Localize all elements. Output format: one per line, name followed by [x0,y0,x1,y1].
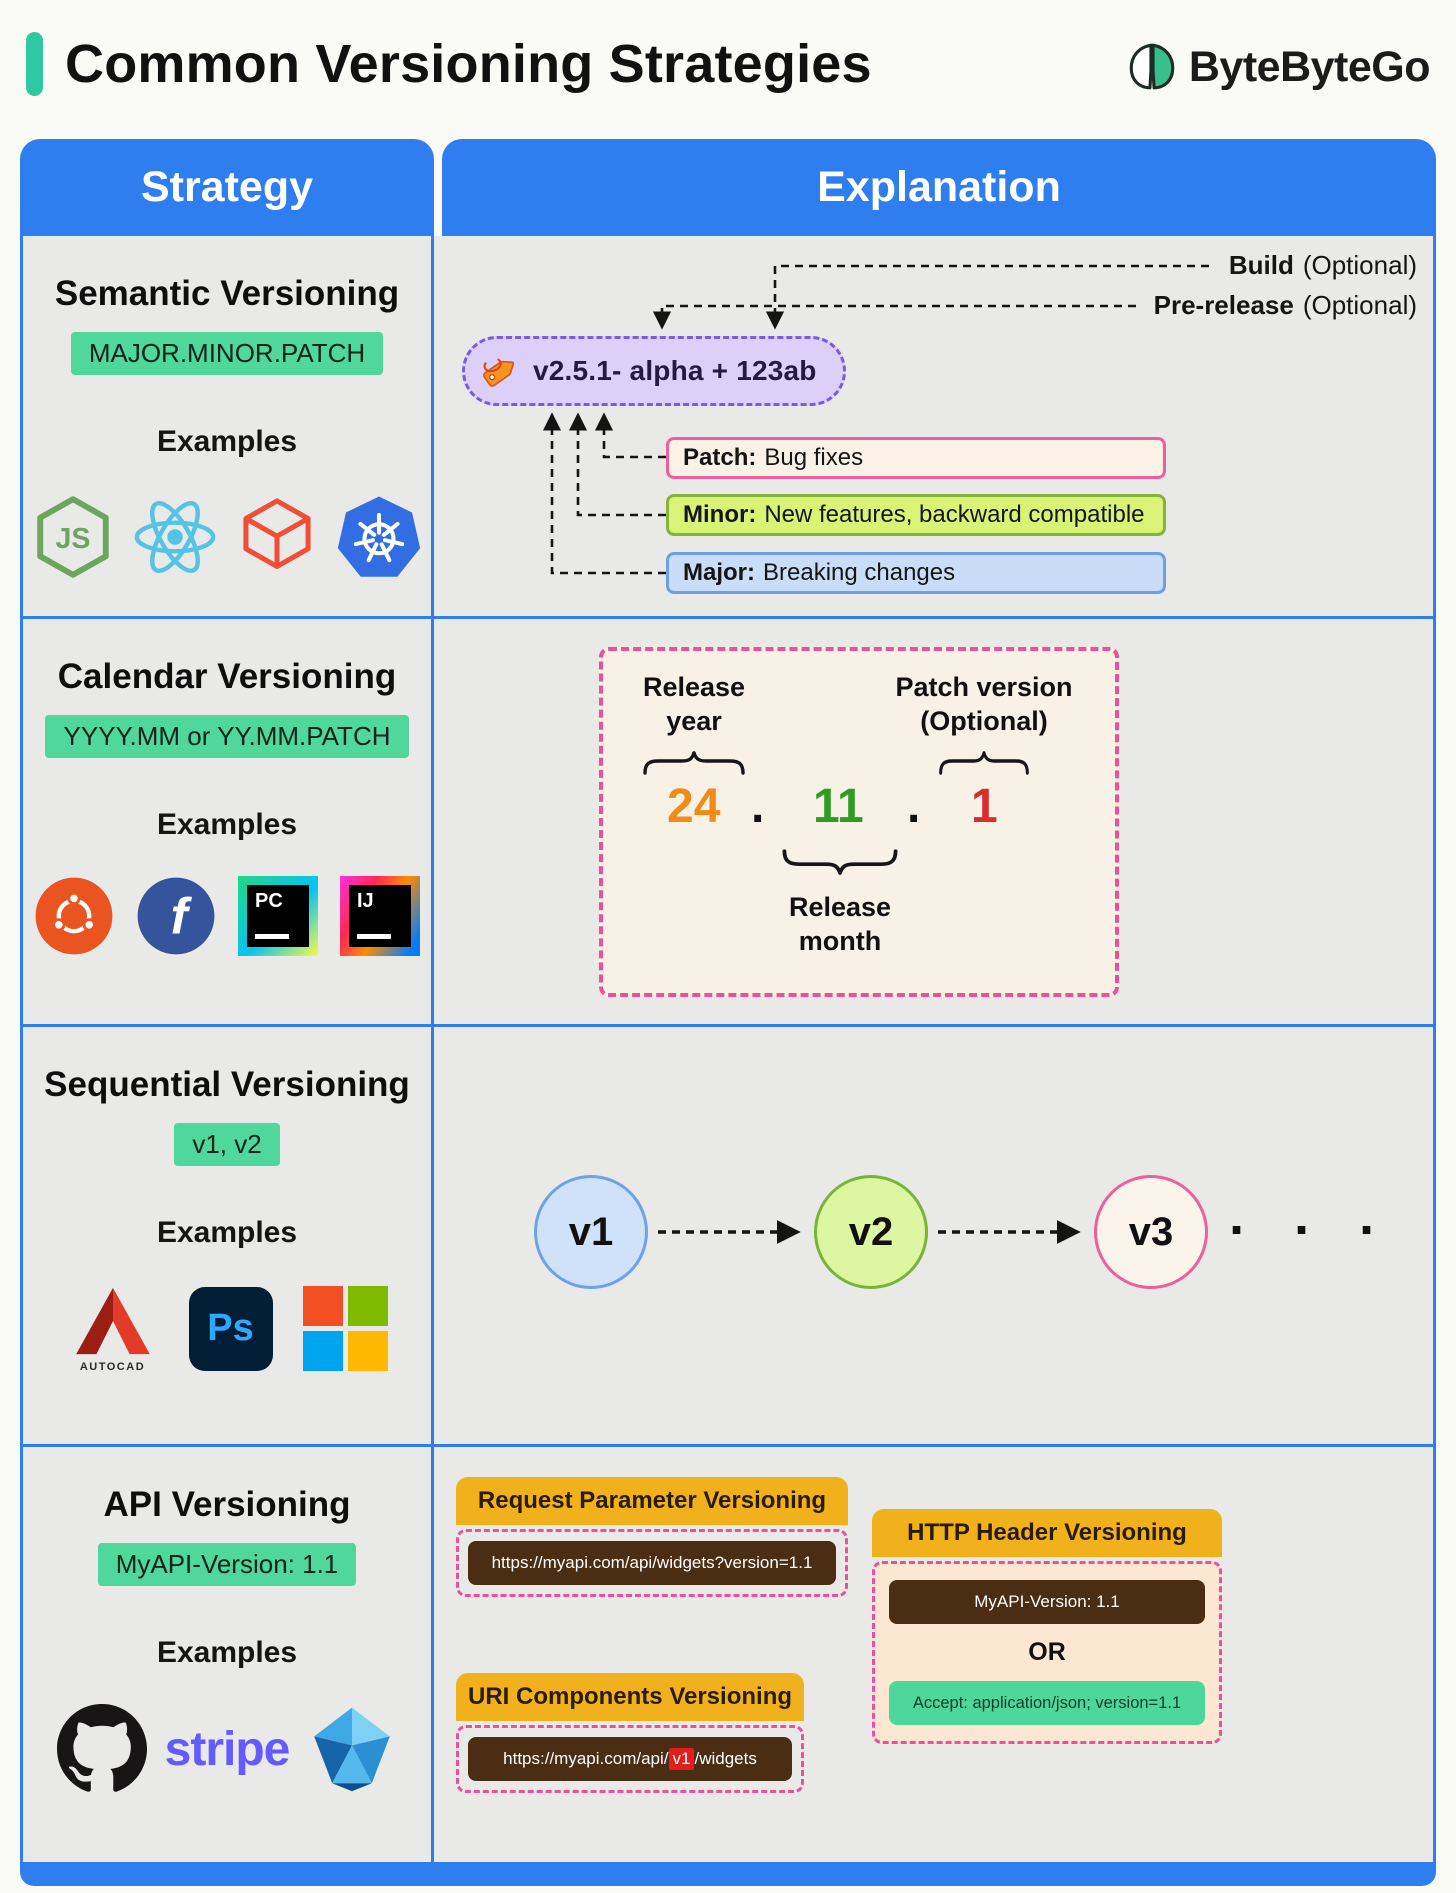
svg-text:f: f [171,888,193,945]
page-header: Common Versioning Strategies [26,32,872,96]
request-param-card: Request Parameter Versioning https://mya… [456,1477,848,1597]
column-header-explanation: Explanation [442,139,1436,236]
brace-over-year-icon [643,751,745,775]
nodejs-icon: JS [37,496,109,578]
api-strategy-cell: API Versioning MyAPI-Version: 1.1 Exampl… [23,1447,434,1862]
github-icon [56,1704,147,1792]
autocad-a-glyph [75,1287,150,1355]
brace-under-month-icon [782,849,898,875]
brand-logo: ByteByteGo [1125,40,1431,94]
prerelease-annotation: Pre-release (Optional) [1153,290,1417,320]
highlighted-version-segment: v1 [668,1748,695,1770]
http-header-card: HTTP Header Versioning MyAPI-Version: 1.… [872,1509,1222,1744]
request-param-title: Request Parameter Versioning [456,1477,848,1525]
version-string: v2.5.1- alpha + 123ab [533,355,817,386]
continuation-dots: · · · [1229,1200,1393,1260]
microsoft-icon [302,1286,388,1371]
http-header-dash-box: MyAPI-Version: 1.1 OR Accept: applicatio… [872,1561,1222,1744]
semantic-connector-lines [542,264,1209,575]
row-sequential-versioning: Sequential Versioning v1, v2 Examples AU… [23,1027,1433,1447]
ubuntu-icon [35,877,113,955]
accept-header-value: Accept: application/json; version=1.1 [889,1681,1205,1725]
row-calendar-versioning: Calendar Versioning YYYY.MM or YY.MM.PAT… [23,619,1433,1027]
row-api-versioning: API Versioning MyAPI-Version: 1.1 Exampl… [23,1447,1433,1862]
api-example-icons: stripe [56,1704,398,1794]
semantic-examples-label: Examples [156,425,298,458]
sequential-example-icons: AUTOCAD Ps [67,1284,388,1373]
calendar-example-icons: f PC IJ [34,876,420,956]
sequential-strategy-cell: Sequential Versioning v1, v2 Examples AU… [23,1027,434,1444]
intellij-icon: IJ [340,876,420,956]
release-year-label: Release year [642,672,746,736]
build-annotation: Build (Optional) [1228,250,1417,280]
request-param-dash-box: https://myapi.com/api/widgets?version=1.… [456,1529,848,1597]
uri-components-title: URI Components Versioning [456,1673,804,1721]
semantic-example-icons: JS [31,493,423,581]
autocad-icon: AUTOCAD [67,1284,159,1373]
react-icon [134,501,216,573]
page-title: Common Versioning Strategies [65,34,872,94]
major-explanation-box: Major: Breaking changes [666,552,1166,594]
http-header-title: HTTP Header Versioning [872,1509,1222,1557]
brand-name: ByteByteGo [1188,42,1431,91]
uri-components-url: https://myapi.com/api/v1/widgets [468,1737,792,1781]
semantic-title: Semantic Versioning [54,274,400,313]
uri-components-dash-box: https://myapi.com/api/v1/widgets [456,1725,804,1793]
patch-explanation-box: Patch: Bug fixes [666,437,1166,479]
semantic-format-badge: MAJOR.MINOR.PATCH [70,332,384,375]
table-body: Semantic Versioning MAJOR.MINOR.PATCH Ex… [20,236,1436,1862]
pycharm-icon: PC [238,876,318,956]
sequential-explanation-cell: v1 v2 v3 · · · [434,1027,1433,1444]
stripe-icon: stripe [164,1722,291,1776]
version-circle-v3: v3 [1094,1175,1208,1289]
table-footer-bar [20,1862,1436,1886]
patch-number: 1 [971,780,998,833]
month-number: 11 [813,780,864,833]
semantic-strategy-cell: Semantic Versioning MAJOR.MINOR.PATCH Ex… [23,236,434,616]
api-format-badge: MyAPI-Version: 1.1 [97,1543,357,1586]
api-title: API Versioning [103,1485,351,1524]
year-number: 24 [667,780,721,833]
svg-text:JS: JS [56,523,91,555]
request-param-url: https://myapi.com/api/widgets?version=1.… [468,1541,836,1585]
dot-separator: . [907,780,921,833]
or-label: OR [1028,1638,1066,1666]
calendar-format-badge: YYYY.MM or YY.MM.PATCH [45,715,409,758]
calendar-explanation-cell: Release year Patch version (Optional) 24… [434,619,1433,1024]
version-circle-v2: v2 [814,1175,928,1289]
api-examples-label: Examples [156,1636,298,1669]
semantic-explanation-cell: Build (Optional) Pre-release (Optional) [434,236,1433,616]
calendar-strategy-cell: Calendar Versioning YYYY.MM or YY.MM.PAT… [23,619,434,1024]
row-semantic-versioning: Semantic Versioning MAJOR.MINOR.PATCH Ex… [23,236,1433,619]
uri-components-card: URI Components Versioning https://myapi.… [456,1673,804,1793]
kubernetes-icon [337,496,421,577]
patch-version-label: Patch version (Optional) [895,672,1073,736]
calendar-title: Calendar Versioning [57,657,397,696]
http-header-value: MyAPI-Version: 1.1 [889,1580,1205,1624]
version-string-pill: v2.5.1- alpha + 123ab [462,336,846,406]
release-month-label: Release month [788,892,892,956]
photoshop-icon: Ps [188,1286,273,1371]
column-header-strategy: Strategy [20,139,434,236]
title-accent-bar [26,32,43,96]
laravel-icon [243,498,311,569]
bytebytego-icon [1129,43,1175,90]
minor-explanation-box: Minor: New features, backward compatible [666,494,1166,536]
brace-over-patch-icon [939,751,1029,775]
calendar-examples-label: Examples [156,808,298,841]
sequential-examples-label: Examples [156,1216,298,1249]
fedora-icon: f [137,877,215,955]
api-explanation-cell: Request Parameter Versioning https://mya… [434,1447,1433,1862]
tag-icon [483,358,515,387]
calendar-diagram-box: Release year Patch version (Optional) 24… [599,647,1119,997]
sequential-arrows [658,1220,1081,1244]
sequential-format-badge: v1, v2 [174,1123,280,1166]
dot-separator: . [751,780,765,833]
polyhedron-icon [314,1707,391,1792]
version-circle-v1: v1 [534,1175,648,1289]
sequential-title: Sequential Versioning [44,1065,410,1104]
